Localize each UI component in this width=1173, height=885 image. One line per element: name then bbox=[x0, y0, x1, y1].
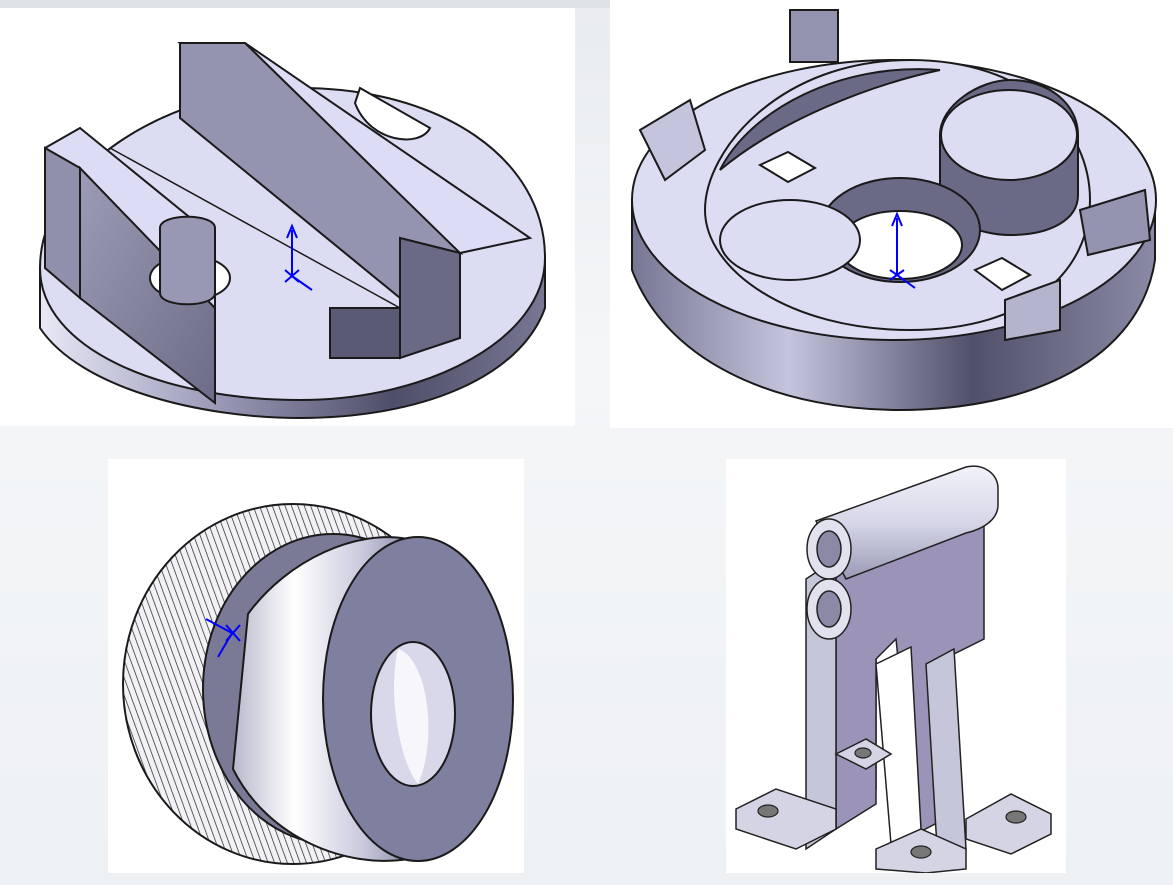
panel-slotted-disc bbox=[0, 8, 575, 426]
top-bar bbox=[0, 0, 1173, 8]
panel-knurled-knob bbox=[108, 459, 524, 873]
grooved-ring-icon bbox=[631, 9, 1157, 412]
knurled-knob-icon bbox=[122, 503, 514, 865]
panel-a-frame-bracket bbox=[726, 459, 1066, 873]
slotted-disc-icon bbox=[38, 42, 547, 420]
panel-grooved-ring bbox=[610, 0, 1173, 428]
a-frame-bracket-icon bbox=[735, 465, 1052, 873]
